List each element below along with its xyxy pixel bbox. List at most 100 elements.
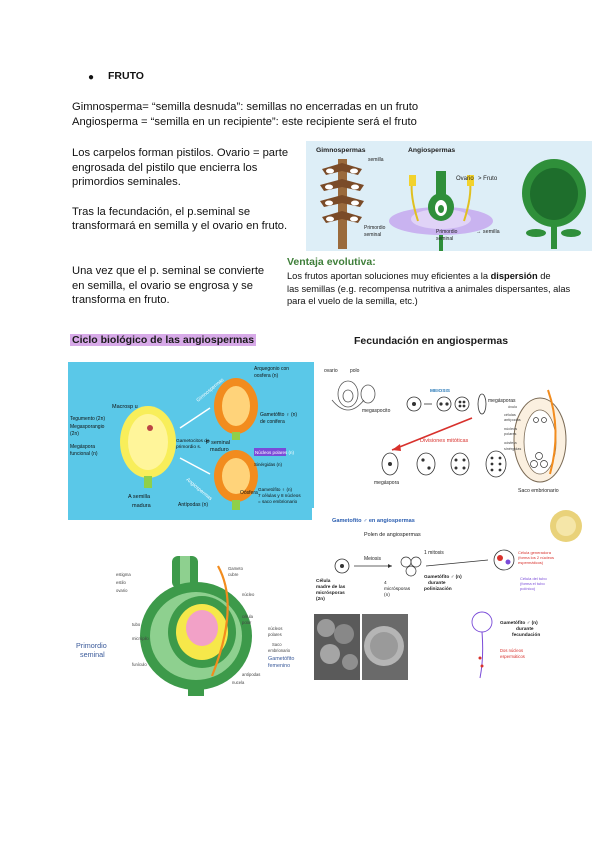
label-primordio-l1: Primordio xyxy=(364,225,386,231)
label-gametofito-p-2: durante xyxy=(428,580,446,586)
label-nucleos-2: espermáticos xyxy=(500,654,525,659)
label-megaspora: Megáspora xyxy=(70,444,95,450)
label-semilla: semilla xyxy=(368,157,384,163)
label-primordio-l2: seminal xyxy=(364,232,381,238)
label-tegumento: Tegumento (2n) xyxy=(70,416,105,422)
label-right-2: Gametófito xyxy=(268,656,294,662)
label-funcional: funcional (n) xyxy=(70,451,98,457)
ventaja-title: Ventaja evolutiva: xyxy=(287,256,376,268)
label-celula-tubo-1: Célula del tubo xyxy=(520,576,547,581)
label-ovario: ovario xyxy=(324,368,338,374)
una-vez-line-1: Una vez que el p. seminal se convierte xyxy=(72,265,265,277)
fecundacion-line-2: transformará en semilla y el ovario en f… xyxy=(72,220,288,232)
label-polen: Polen de angiospermas xyxy=(364,532,421,538)
label-nucleos: Núcleos polares (n) xyxy=(255,450,295,455)
label-p-seminal-2: maduro xyxy=(210,447,229,453)
label-polo: polo xyxy=(350,368,360,374)
label-right-top-1: cubre xyxy=(228,572,239,577)
label-right-0: óvulo xyxy=(508,405,517,409)
label-right-3: núcleos xyxy=(504,427,517,431)
label-microspora-2: micrósporas xyxy=(384,586,411,592)
label-right-6: sinérgidas xyxy=(504,447,521,451)
label-right-mid-0: célula xyxy=(242,614,254,619)
label-microspora-3: (n) xyxy=(384,592,390,598)
label-angiospermas: Angiospermas xyxy=(408,147,455,154)
label-arquegonio-2: oosfera (n) xyxy=(254,373,279,379)
label-divisiones: Divisiones mitóticas xyxy=(420,438,469,444)
ventaja-line1-bold: dispersión xyxy=(490,271,538,281)
label-microspora-1: 4 xyxy=(384,580,387,586)
label-right-0: Saco xyxy=(272,642,282,647)
label-right-mid-1: polar xyxy=(242,620,252,625)
label-oosfera: Oósfera xyxy=(240,490,258,496)
label-macrospora: Macrosp u xyxy=(112,404,138,410)
label-fruto: > Fruto xyxy=(478,176,498,182)
label-left-2: ovario xyxy=(116,588,128,593)
label-sinergidas: Sinérgidas (n) xyxy=(254,462,283,467)
una-vez-line-3: transforma en fruto. xyxy=(72,294,170,306)
label-right-top-0: Gameto xyxy=(228,566,244,571)
label-arquegonio-1: Arquegonio con xyxy=(254,366,289,372)
label-celula-gen-2: (forma los 2 núcleos xyxy=(518,555,554,560)
label-primordio-r1: Primordio xyxy=(436,229,458,235)
label-celula-4: (2n) xyxy=(316,596,325,602)
label-megaspocito: megaspocito xyxy=(362,408,391,414)
label-right-1: células xyxy=(504,413,516,417)
label-gametofito-f-3: fecundación xyxy=(512,632,540,638)
figure-gametofito-masculino: Gametofito ♂ en angiospermas Polen de an… xyxy=(312,508,588,686)
label-gimnospermas: Gimnospermas xyxy=(316,147,366,154)
bullet-marker: ● xyxy=(88,72,95,83)
gimnosperma-line: Gimnosperma= “semilla desnuda”: semillas… xyxy=(72,101,419,113)
label-megasporas: megásporas xyxy=(488,398,516,404)
label-celula-tubo-3: polínico) xyxy=(520,586,536,591)
figure-gimno-angio: Gimnospermas Angiospermas semilla Ovario… xyxy=(306,141,592,251)
label-semilla-arrow: → semilla xyxy=(476,229,500,235)
label-right-mid-3: polares xyxy=(268,632,282,637)
label-right-3: femenino xyxy=(268,663,290,669)
label-right-4: antípodas xyxy=(242,672,260,677)
label-meiosis: MEIOSIS xyxy=(430,388,451,394)
label-gameto-title: Gametofito ♂ en angiospermas xyxy=(332,518,415,524)
label-gametofito2-2: 7 células y 8 núcleos xyxy=(258,493,301,498)
label-right-1: embrionario xyxy=(268,648,291,653)
label-celula-tubo-2: (forma el tubo xyxy=(520,581,545,586)
label-megaspora: megáspora xyxy=(374,480,399,486)
ventaja-body: Los frutos aportan soluciones muy eficie… xyxy=(287,270,570,308)
label-saco: Saco embrionario xyxy=(518,488,559,494)
label-right-top-2: núcleo xyxy=(242,592,255,597)
label-gametofito1-1: Gametófito ♀ (n) xyxy=(260,412,297,418)
ventaja-line3: para el vuelo de la semilla, etc.) xyxy=(287,296,418,306)
label-celula-1: Célula xyxy=(316,578,331,584)
label-gametofito-f-1: Gametófito ♂ (n) xyxy=(500,620,538,626)
carpelos-line-1: Los carpelos forman pistilos. Ovario = p… xyxy=(72,147,289,159)
label-megasp-2n: (2n) xyxy=(70,431,79,437)
fecundacion-line-1: Tras la fecundación, el p.seminal se xyxy=(72,206,251,218)
label-gametofito-p-3: polinización xyxy=(424,586,452,592)
carpelos-line-2: engrosada del pistilo que encierra los xyxy=(72,162,258,174)
label-ovario: Ovario xyxy=(456,176,474,182)
figure-fecundacion: ovario polo megaspocito MEIOSIS megáspor… xyxy=(322,360,578,496)
label-celula-2: madre de las xyxy=(316,584,346,590)
carpelos-line-3: primordios seminales. xyxy=(72,176,181,188)
label-antipodas: Antípodas (n) xyxy=(178,502,208,508)
label-dimorfismo-2: primordio s. xyxy=(176,444,201,450)
label-gametofito2-1: Gametófito ♀ (n) xyxy=(258,487,293,492)
section-heading-fruto: FRUTO xyxy=(108,70,144,82)
label-gametofito-f-2: durante xyxy=(516,626,534,632)
label-gametofito1-2: de conifera xyxy=(260,419,285,425)
label-celula-gen-1: Célula generadora xyxy=(518,550,552,555)
label-dimorfismo-1: Gametocitos de xyxy=(176,438,210,444)
label-mitosis: 1 mitosis xyxy=(424,550,444,556)
label-left-1: estilo xyxy=(116,580,126,585)
label-megasporangio: Megasporangio xyxy=(70,424,105,430)
label-right-4: polares xyxy=(504,432,517,436)
angiosperma-line: Angiosperma = “semilla en un recipiente”… xyxy=(72,116,417,128)
label-meiosis: Meiosis xyxy=(364,556,381,562)
title-fecundacion: Fecundación en angiospermas xyxy=(354,335,509,347)
title-ciclo-biologico: Ciclo biológico de las angiospermas xyxy=(70,334,257,346)
label-left-3: tubo xyxy=(132,622,141,627)
label-madura: madura xyxy=(132,503,152,509)
label-right-2: antípodas xyxy=(504,418,521,422)
label-left-4: micrópilo xyxy=(132,636,149,641)
label-nucleos-1: Dos núcleos xyxy=(500,648,523,653)
